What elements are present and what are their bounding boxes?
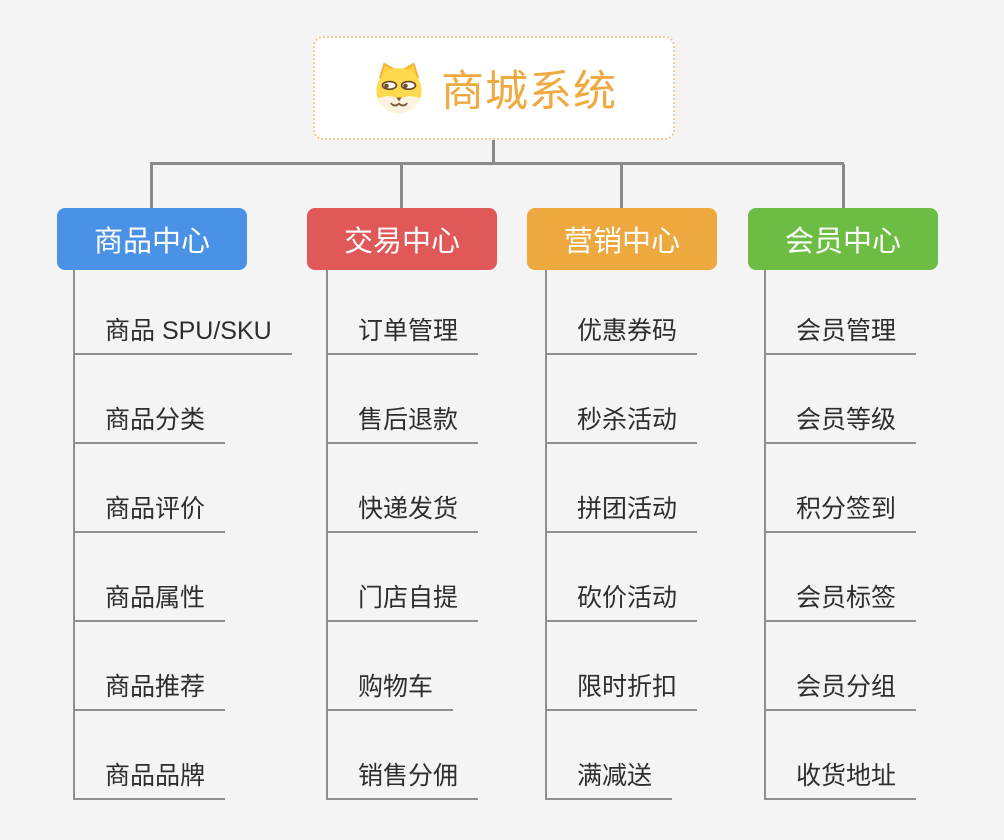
branch-item[interactable]: 满减送 bbox=[547, 711, 673, 800]
branch-item[interactable]: 砍价活动 bbox=[547, 533, 698, 622]
branch-item[interactable]: 秒杀活动 bbox=[547, 355, 698, 444]
branch-list-trade-center: 订单管理 售后退款 快递发货 门店自提 购物车 销售分佣 bbox=[326, 270, 479, 800]
branch-item[interactable]: 售后退款 bbox=[328, 355, 479, 444]
dog-face-icon bbox=[371, 62, 427, 114]
connector-branch-stub bbox=[150, 164, 153, 209]
branch-header-member-center[interactable]: 会员中心 bbox=[748, 208, 938, 270]
branch-item[interactable]: 销售分佣 bbox=[328, 711, 479, 800]
branch-item[interactable]: 收货地址 bbox=[766, 711, 917, 800]
branch-list-product-center: 商品 SPU/SKU 商品分类 商品评价 商品属性 商品推荐 商品品牌 bbox=[73, 270, 292, 800]
branch-item[interactable]: 商品评价 bbox=[75, 444, 226, 533]
branch-item[interactable]: 商品属性 bbox=[75, 533, 226, 622]
branch-item[interactable]: 订单管理 bbox=[328, 270, 479, 355]
branch-item[interactable]: 商品推荐 bbox=[75, 622, 226, 711]
branch-item[interactable]: 快递发货 bbox=[328, 444, 479, 533]
root-node[interactable]: 商城系统 bbox=[313, 36, 675, 140]
branch-item[interactable]: 积分签到 bbox=[766, 444, 917, 533]
root-title: 商城系统 bbox=[441, 68, 617, 116]
branch-item[interactable]: 拼团活动 bbox=[547, 444, 698, 533]
connector-branch-stub bbox=[400, 164, 403, 209]
branch-item[interactable]: 商品分类 bbox=[75, 355, 226, 444]
branch-header-trade-center[interactable]: 交易中心 bbox=[307, 208, 497, 270]
branch-item[interactable]: 商品 SPU/SKU bbox=[75, 270, 292, 355]
connector-branch-stub bbox=[842, 164, 845, 209]
branch-item[interactable]: 会员管理 bbox=[766, 270, 917, 355]
branch-item[interactable]: 会员标签 bbox=[766, 533, 917, 622]
branch-header-product-center[interactable]: 商品中心 bbox=[57, 208, 247, 270]
branch-list-marketing-center: 优惠券码 秒杀活动 拼团活动 砍价活动 限时折扣 满减送 bbox=[545, 270, 698, 800]
branch-item[interactable]: 优惠券码 bbox=[547, 270, 698, 355]
branch-item[interactable]: 门店自提 bbox=[328, 533, 479, 622]
branch-item[interactable]: 限时折扣 bbox=[547, 622, 698, 711]
branch-item[interactable]: 会员等级 bbox=[766, 355, 917, 444]
connector-root-stub bbox=[492, 139, 495, 164]
connector-branch-stub bbox=[620, 164, 623, 209]
connector-horizontal-rail bbox=[150, 162, 844, 165]
branch-item[interactable]: 商品品牌 bbox=[75, 711, 226, 800]
branch-list-member-center: 会员管理 会员等级 积分签到 会员标签 会员分组 收货地址 bbox=[764, 270, 917, 800]
branch-header-marketing-center[interactable]: 营销中心 bbox=[527, 208, 717, 270]
branch-item[interactable]: 购物车 bbox=[328, 622, 454, 711]
branch-item[interactable]: 会员分组 bbox=[766, 622, 917, 711]
